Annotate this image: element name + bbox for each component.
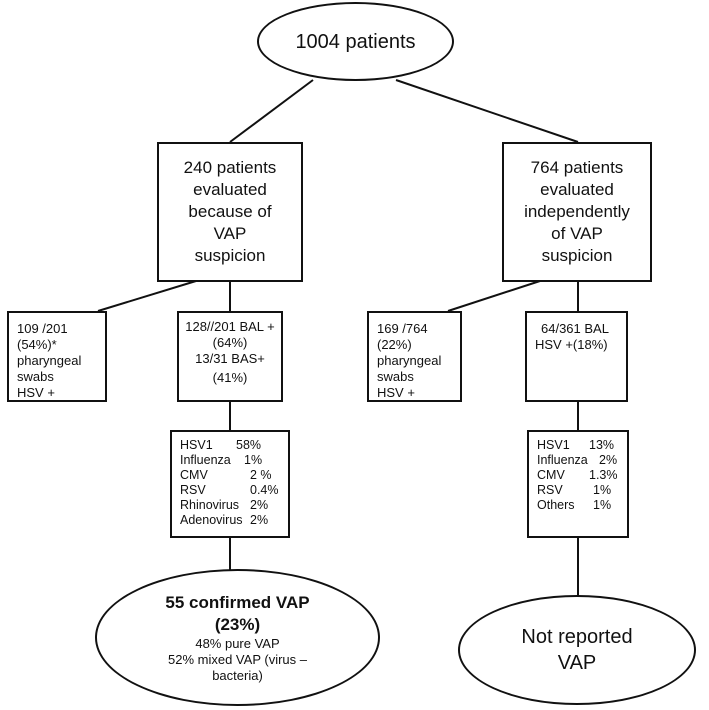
right-virus-box: HSV1 13% Influenza 2% CMV 1.3% RSV 1% Others… — [527, 430, 629, 538]
left-main-line-3: because of — [188, 202, 272, 221]
left-virus-name: CMV — [180, 468, 208, 482]
left-swabs-box: 109 /201 (54%)* pharyngeal swabs HSV + — [7, 311, 107, 402]
right-main-box: 764 patients evaluated independently of … — [502, 142, 652, 282]
right-virus-name: RSV — [537, 483, 563, 497]
left-swabs-line-3: pharyngeal — [17, 353, 82, 368]
right-virus-row: CMV 1.3% — [537, 468, 619, 483]
right-main-line-4: of VAP — [551, 224, 603, 243]
connector-root-left — [229, 79, 314, 143]
root-ellipse: 1004 patients — [257, 2, 454, 81]
connector-right-swabs — [447, 280, 541, 312]
left-virus-name: HSV1 — [180, 438, 213, 452]
right-bal-line-1: 64/361 BAL — [541, 321, 609, 336]
right-outcome-line-2: VAP — [557, 652, 597, 674]
connector-left-swabs — [97, 280, 197, 312]
right-outcome-ellipse: Not reported VAP — [458, 595, 696, 705]
left-virus-box: HSV1 58% Influenza 1% CMV 2 % RSV 0.4% Rhino… — [170, 430, 290, 538]
right-main-line-5: suspicion — [541, 246, 613, 265]
left-outcome-title-1: 55 confirmed VAP — [165, 592, 310, 612]
left-virus-row: Rhinovirus 2% — [180, 498, 280, 513]
connector-root-right — [395, 79, 579, 143]
right-outcome-line-1: Not reported — [521, 626, 633, 648]
right-main-line-1: 764 patients — [530, 158, 624, 177]
left-virus-value: 2 % — [250, 468, 272, 482]
right-swabs-box: 169 /764 (22%) pharyngeal swabs HSV + — [367, 311, 462, 402]
left-bal-line-1: 128//201 BAL + — [185, 319, 275, 334]
left-virus-row: HSV1 58% — [180, 438, 280, 453]
right-swabs-line-5: HSV + — [377, 385, 415, 400]
right-swabs-line-1: 169 /764 — [377, 321, 428, 336]
left-swabs-line-2: (54%)* — [17, 337, 57, 352]
right-virus-value: 1% — [593, 498, 612, 512]
left-main-line-2: evaluated — [193, 180, 267, 199]
left-main-box: 240 patients evaluated because of VAP su… — [157, 142, 303, 282]
left-virus-row: CMV 2 % — [180, 468, 280, 483]
right-virus-row: Influenza 2% — [537, 453, 619, 468]
left-virus-name: Influenza — [180, 453, 231, 467]
right-swabs-line-4: swabs — [377, 369, 414, 384]
right-virus-value: 1% — [593, 483, 612, 497]
root-label: 1004 patients — [295, 30, 416, 53]
right-swabs-line-3: pharyngeal — [377, 353, 442, 368]
left-bal-line-4: (41%) — [212, 370, 248, 385]
left-virus-value: 2% — [250, 513, 269, 527]
left-virus-name: Rhinovirus — [180, 498, 240, 512]
right-virus-value: 1.3% — [589, 468, 618, 482]
right-virus-name: Influenza — [537, 453, 588, 467]
left-virus-value: 0.4% — [250, 483, 279, 497]
right-virus-name: CMV — [537, 468, 565, 482]
right-virus-name: HSV1 — [537, 438, 570, 452]
left-main-line-4: VAP — [213, 224, 247, 243]
left-outcome-line-1: 48% pure VAP — [195, 635, 280, 651]
right-virus-value: 2% — [599, 453, 618, 467]
left-virus-value: 1% — [244, 453, 263, 467]
right-virus-value: 13% — [589, 438, 615, 452]
left-virus-value: 2% — [250, 498, 269, 512]
left-virus-value: 58% — [236, 438, 262, 452]
left-bal-line-3: 13/31 BAS+ — [195, 351, 265, 366]
left-outcome-line-2: 52% mixed VAP (virus – — [168, 651, 307, 667]
left-main-line-1: 240 patients — [183, 158, 277, 177]
right-main-line-3: independently — [524, 202, 630, 221]
right-bal-box: 64/361 BAL HSV +(18%) — [525, 311, 628, 402]
left-outcome-title-2: (23%) — [214, 614, 261, 634]
right-bal-line-2: HSV +(18%) — [535, 337, 608, 352]
left-bal-line-2: (64%) — [212, 335, 248, 350]
right-virus-row: RSV 1% — [537, 483, 619, 498]
left-swabs-line-1: 109 /201 — [17, 321, 68, 336]
left-bal-box: 128//201 BAL + (64%) 13/31 BAS+ (41%) — [177, 311, 283, 402]
left-main-line-5: suspicion — [194, 246, 266, 265]
left-virus-row: RSV 0.4% — [180, 483, 280, 498]
left-swabs-line-4: swabs — [17, 369, 54, 384]
right-virus-row: HSV1 13% — [537, 438, 619, 453]
left-outcome-ellipse: 55 confirmed VAP (23%) 48% pure VAP 52% … — [95, 569, 380, 706]
right-virus-row: Others 1% — [537, 498, 619, 513]
right-virus-name: Others — [537, 498, 575, 512]
left-virus-name: RSV — [180, 483, 206, 497]
left-virus-row: Adenovirus 2% — [180, 513, 280, 528]
right-swabs-line-2: (22%) — [377, 337, 412, 352]
left-virus-name: Adenovirus — [180, 513, 243, 527]
right-main-line-2: evaluated — [540, 180, 614, 199]
left-virus-row: Influenza 1% — [180, 453, 280, 468]
left-swabs-line-5: HSV + — [17, 385, 55, 400]
left-outcome-line-3: bacteria) — [212, 667, 263, 683]
